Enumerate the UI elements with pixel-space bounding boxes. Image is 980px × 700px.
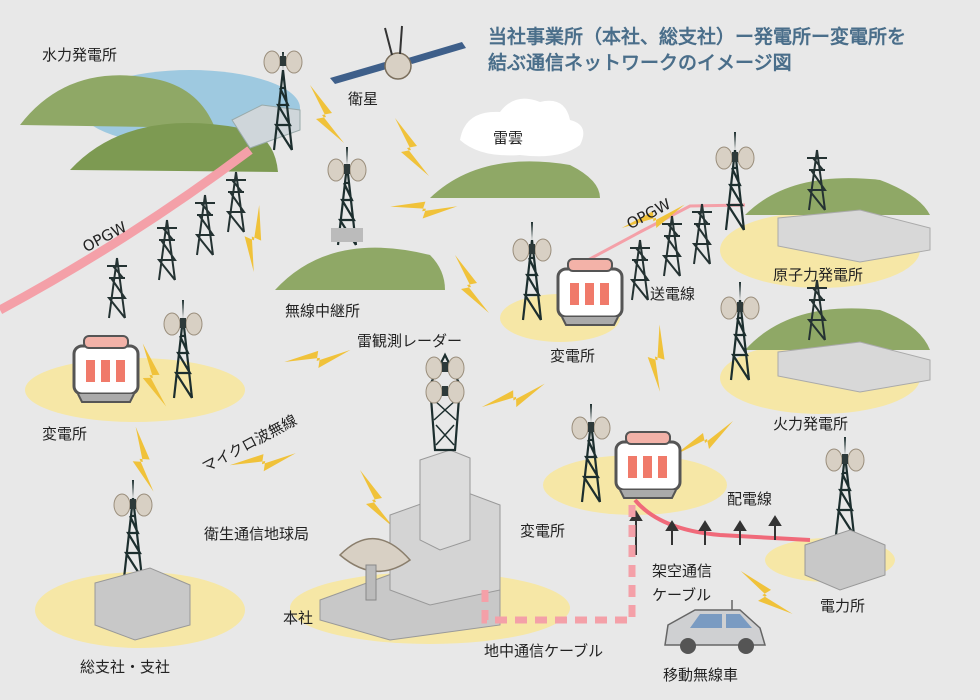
nuclear-tower bbox=[715, 130, 755, 232]
bolt bbox=[310, 85, 344, 143]
pylon bbox=[156, 219, 178, 281]
thermal-stack bbox=[806, 279, 828, 341]
bolt bbox=[360, 470, 394, 528]
arrows-up bbox=[629, 510, 782, 555]
label-underground-cable: 地中通信ケーブル bbox=[484, 642, 604, 660]
pylon bbox=[194, 194, 216, 256]
label-thermal: 火力発電所 bbox=[773, 415, 849, 433]
pylon bbox=[691, 203, 713, 265]
electric-office-tower bbox=[825, 435, 865, 537]
pylon bbox=[106, 257, 128, 319]
pylon bbox=[661, 215, 683, 277]
bolt bbox=[630, 324, 689, 392]
label-satellite: 衛星 bbox=[348, 90, 379, 108]
bolt bbox=[481, 373, 545, 418]
label-relay: 無線中継所 bbox=[285, 302, 361, 320]
pylon bbox=[629, 239, 651, 301]
relay-tower bbox=[327, 145, 367, 247]
satellite bbox=[330, 25, 466, 84]
label-radar: 雷観測レーダー bbox=[357, 332, 463, 350]
mobile-radio-car bbox=[664, 600, 767, 654]
dam bbox=[231, 104, 301, 149]
bolt bbox=[455, 255, 489, 313]
label-substation-center: 変電所 bbox=[550, 347, 596, 365]
relay-hill bbox=[275, 247, 445, 290]
satellite-dish-station bbox=[338, 538, 412, 601]
hydro-hill-left bbox=[20, 75, 215, 128]
label-distribution-line: 配電線 bbox=[727, 490, 773, 508]
label-overhead-cable-1: 架空通信 bbox=[652, 562, 713, 580]
label-electric-office: 電力所 bbox=[820, 597, 866, 615]
label-transmission-line: 送電線 bbox=[650, 285, 696, 303]
nuclear-hill bbox=[745, 178, 930, 215]
underground-cable bbox=[481, 505, 636, 624]
label-nuclear: 原子力発電所 bbox=[773, 266, 864, 284]
transformer-center bbox=[556, 257, 624, 327]
opgw-line-left bbox=[0, 146, 253, 314]
title-line-1: 当社事業所（本社、総支社）ー発電所ー変電所を bbox=[488, 26, 907, 48]
label-headquarters: 本社 bbox=[283, 609, 314, 627]
bolt bbox=[284, 330, 351, 382]
nuclear-building bbox=[777, 209, 931, 263]
label-satellite-station: 衛生通信地球局 bbox=[204, 525, 310, 543]
pylon bbox=[225, 171, 247, 233]
bolt bbox=[675, 421, 733, 455]
transformer-lower bbox=[614, 430, 682, 500]
label-thundercloud: 雷雲 bbox=[493, 129, 524, 147]
cloud bbox=[460, 98, 584, 157]
branch-building bbox=[94, 567, 191, 641]
cloud-hill bbox=[430, 161, 600, 198]
label-branch-office: 総支社・支社 bbox=[80, 658, 171, 676]
electric-office-building bbox=[804, 529, 886, 591]
bolt bbox=[120, 426, 169, 492]
label-substation-left: 変電所 bbox=[42, 425, 88, 443]
hydro-hill-front bbox=[70, 123, 278, 172]
bolt bbox=[225, 205, 288, 273]
transformer-left bbox=[72, 334, 140, 404]
thermal-building bbox=[777, 341, 931, 393]
label-overhead-cable-2: ケーブル bbox=[652, 586, 712, 604]
bolt bbox=[395, 118, 429, 176]
headquarters-building bbox=[319, 352, 501, 641]
label-hydro: 水力発電所 bbox=[42, 46, 118, 64]
branch-tower bbox=[113, 478, 153, 580]
label-mobile-car: 移動無線車 bbox=[663, 666, 739, 684]
thermal-hill bbox=[745, 308, 930, 350]
label-substation-lower: 変電所 bbox=[520, 522, 566, 540]
title-line-2: 結ぶ通信ネットワークのイメージ図 bbox=[488, 52, 792, 74]
diagram-title: 当社事業所（本社、総支社）ー発電所ー変電所を 結ぶ通信ネットワークのイメージ図 bbox=[488, 24, 968, 76]
